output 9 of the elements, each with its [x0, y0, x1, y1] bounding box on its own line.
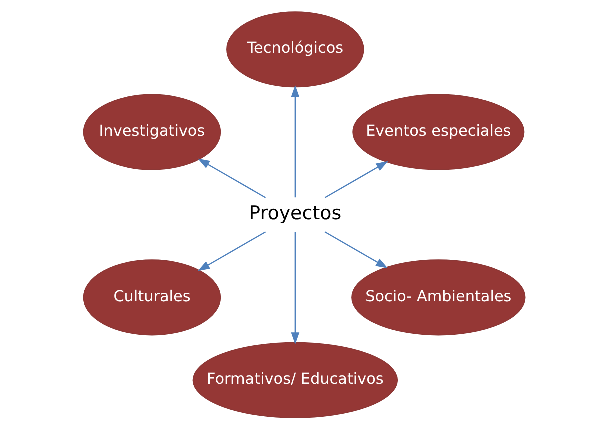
arrow [198, 232, 266, 272]
arrow [290, 85, 300, 198]
arrow [324, 232, 388, 268]
node-text: Proyectos [248, 202, 342, 225]
arrow [198, 158, 266, 198]
node-ellipse: Tecnológicos [226, 12, 364, 88]
arrow [324, 161, 388, 198]
arrow [290, 232, 300, 345]
node-ellipse: Formativos/ Educativos [192, 342, 398, 418]
